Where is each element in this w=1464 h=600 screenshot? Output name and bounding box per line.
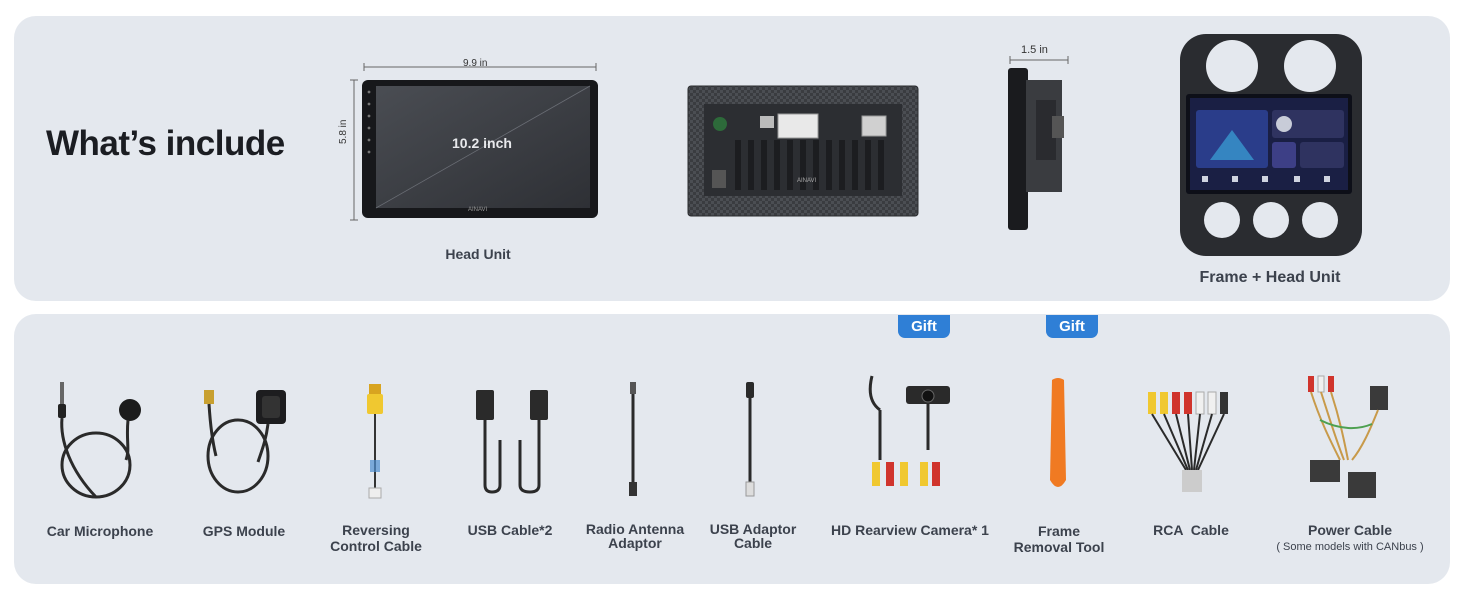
height-dimension-label: 5.8 in bbox=[338, 119, 349, 144]
power-cable-label: Power Cable bbox=[1307, 522, 1393, 538]
usb-adaptor-cable-image bbox=[745, 382, 755, 497]
car-microphone-image bbox=[58, 382, 141, 499]
accessories-panel bbox=[14, 314, 1450, 584]
back-brand-logo: AINAVI bbox=[797, 178, 817, 184]
rearview-camera-image bbox=[868, 375, 950, 486]
gift-badge-camera: Gift bbox=[898, 315, 950, 338]
page-title: What’s include bbox=[46, 124, 285, 163]
usb-cable-image bbox=[476, 390, 548, 494]
head-unit-label: Head Unit bbox=[445, 246, 511, 262]
head-unit-image bbox=[350, 63, 598, 221]
depth-dimension-label: 1.5 in bbox=[1021, 44, 1048, 56]
reversing-cable-image bbox=[367, 384, 383, 499]
screen-size-label: 10.2 inch bbox=[452, 135, 512, 151]
radio-antenna-label: Radio Antenna Adaptor bbox=[585, 521, 685, 551]
frame-removal-tool-image bbox=[1050, 378, 1066, 487]
rca-cable-image bbox=[1148, 391, 1228, 492]
reversing-cable-label: Reversing Control Cable bbox=[330, 522, 422, 554]
rearview-camera-label: HD Rearview Camera* 1 bbox=[831, 522, 989, 538]
gps-module-image bbox=[204, 390, 286, 494]
usb-cable-label: USB Cable*2 bbox=[467, 522, 553, 538]
head-unit-back-image bbox=[687, 85, 919, 217]
width-dimension-label: 9.9 in bbox=[463, 58, 488, 69]
gift-badge-tool: Gift bbox=[1046, 315, 1098, 338]
car-microphone-label: Car Microphone bbox=[46, 523, 154, 539]
frame-removal-tool-label: Frame Removal Tool bbox=[1013, 523, 1105, 555]
rca-cable-label: RCA Cable bbox=[1153, 522, 1229, 538]
usb-adaptor-label: USB Adaptor Cable bbox=[709, 521, 797, 551]
gps-module-label: GPS Module bbox=[202, 523, 286, 539]
brand-logo: AINAVI bbox=[468, 207, 488, 213]
power-cable-note: ( Some models with CANbus ) bbox=[1276, 541, 1424, 553]
head-unit-side-image bbox=[1008, 56, 1069, 230]
power-cable-image bbox=[1308, 375, 1388, 498]
radio-antenna-adaptor-image bbox=[629, 382, 637, 496]
frame-head-unit-label: Frame + Head Unit bbox=[1199, 269, 1341, 286]
frame-head-unit-image bbox=[1180, 34, 1362, 256]
